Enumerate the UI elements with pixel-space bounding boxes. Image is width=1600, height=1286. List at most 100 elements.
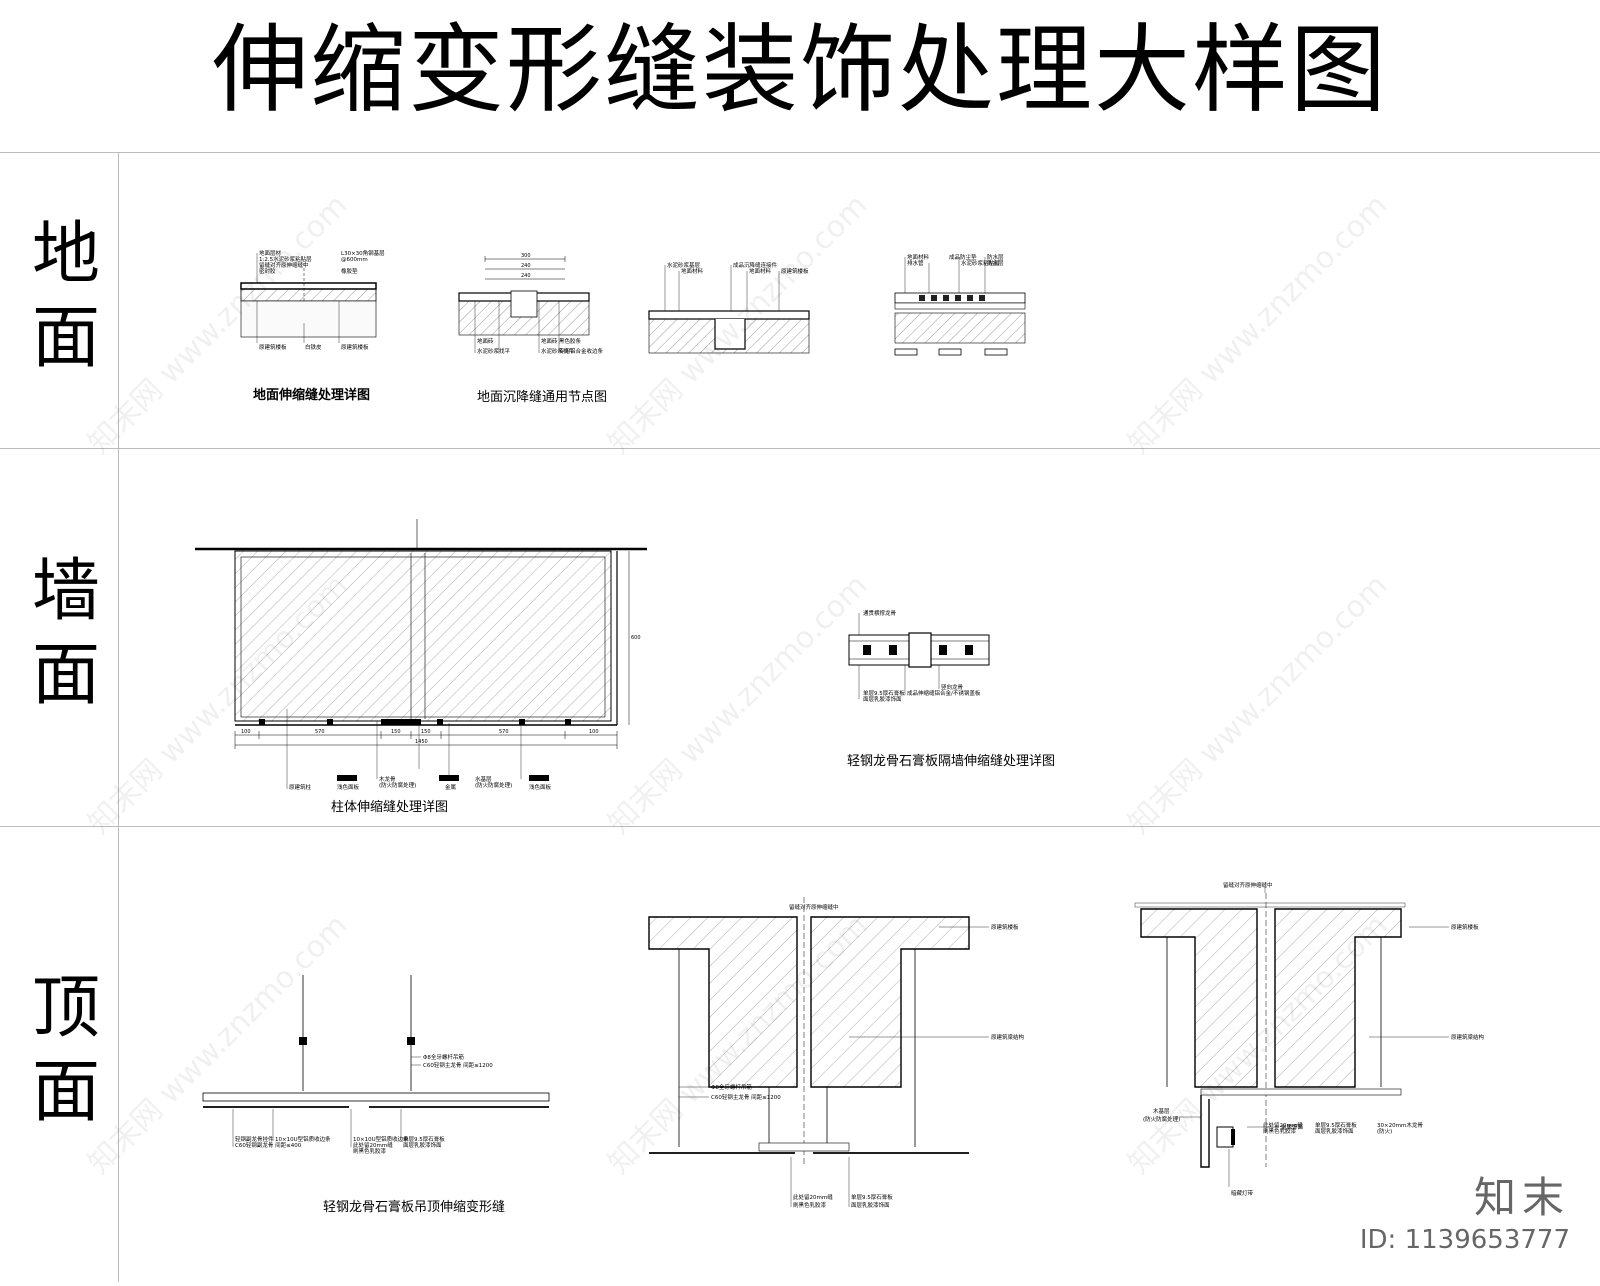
ceiling-wood-base-detail: 留缝对齐原伸缩缝中 原建筑楼板 原建筑梁结构 木基层 (防火防腐处理) 此处留2… <box>1134 881 1485 1197</box>
ceiling-note-3-2: 原建筑楼板 <box>1451 923 1479 931</box>
floor-note-4-4: 防水层 <box>987 253 1004 261</box>
ceiling-note-1-6: 10×10U型铝质收边条 <box>353 1135 409 1143</box>
row-label-ceiling: 顶面 <box>0 827 119 1282</box>
wall-dim-4: 150 <box>421 729 431 735</box>
ceiling-note-3-1: 留缝对齐原伸缩缝中 <box>1223 881 1273 889</box>
brand-logo: 知末 <box>1473 1173 1570 1222</box>
ceiling-caption-1: 轻钢龙骨石膏板吊顶伸缩变形缝 <box>323 1199 505 1215</box>
row-body-wall: 100 570 150 150 570 100 1450 600 原建筑柱 木龙… <box>119 449 1600 827</box>
floor-note-1-8: 原建筑楼板 <box>259 343 287 351</box>
floor-note-3-5: 原建筑楼板 <box>781 267 809 275</box>
row-label-floor: 地面 <box>0 153 119 449</box>
floor-note-1-9: 白铁皮 <box>305 343 322 351</box>
floor-note-2-2: 水泥砂浆找平 <box>477 347 511 355</box>
partition-note-5: 竖向龙骨 <box>941 683 964 691</box>
ceiling-details-svg: Φ8全牙螺杆吊筋 C60轻钢主龙骨 间距≤1200 轻钢副龙骨挂件 C60轻钢副… <box>202 881 1485 1215</box>
ceiling-note-3-8: 单层9.5厚石膏板 <box>1315 1121 1357 1129</box>
floor-note-1-3: 留缝对齐原伸缩缝中 <box>259 261 309 269</box>
wall-legend-swatch-1 <box>337 775 357 781</box>
ceiling-note-2-4: Φ8全牙螺杆吊筋 <box>711 1083 752 1091</box>
ceiling-note-2-5: C60轻钢主龙骨 间距≤1200 <box>711 1093 781 1101</box>
floor-dim-240a: 240 <box>521 263 531 269</box>
wall-note-1-4: 水基层 <box>475 775 492 783</box>
wall-note-1-6: 浅色面板 <box>337 783 360 791</box>
row-ceiling: 顶面 <box>0 826 1600 1282</box>
wall-note-1-2: 木龙骨 <box>379 775 396 783</box>
wall-caption-2: 轻钢龙骨石膏板隔墙伸缩缝处理详图 <box>847 753 1055 769</box>
wall-dim-6: 100 <box>589 729 599 735</box>
ceiling-beam-joint-detail: 留缝对齐原伸缩缝中 原建筑楼板 原建筑梁结构 Φ8全牙螺杆吊筋 C60轻钢主龙骨… <box>648 897 1025 1209</box>
detail-grid: 地面 <box>0 152 1600 1282</box>
brand-badge: 知末 ID: 1139653777 <box>1360 1164 1570 1255</box>
floor-caption-1: 地面伸缩缝处理详图 <box>253 387 370 403</box>
wall-dim-3: 150 <box>391 729 401 735</box>
ceiling-note-1-2: C60轻钢主龙骨 间距≤1200 <box>423 1061 493 1069</box>
wall-note-1-7: 金属 <box>445 783 456 791</box>
row-label-wall: 墙面 <box>0 449 119 827</box>
floor-expansion-joint-detail: 地面层材 1:2.5水泥砂浆粘贴层 留缝对齐原伸缩缝中 密封胶 L30×30角钢… <box>240 249 385 403</box>
ceiling-note-3-6: 此处留20mm缝 <box>1263 1121 1303 1129</box>
floor-dim-300: 300 <box>521 253 531 259</box>
floor-note-2-5: 黑色胶条 <box>559 337 582 345</box>
ceiling-note-1-10: 面层乳胶漆饰面 <box>403 1141 442 1149</box>
ceiling-note-3-4: 木基层 <box>1153 1107 1170 1115</box>
partition-note-4: 成品伸缩缝铝合金/不锈钢盖板 <box>907 689 981 697</box>
ceiling-note-3-5: (防火防腐处理) <box>1143 1115 1180 1123</box>
wall-dim-8: 600 <box>631 635 641 641</box>
floor-note-2-6: 专用铝合金收边条 <box>559 347 604 355</box>
ceiling-gypsum-detail: Φ8全牙螺杆吊筋 C60轻钢主龙骨 间距≤1200 轻钢副龙骨挂件 C60轻钢副… <box>202 975 550 1215</box>
floor-note-1-5: L30×30角钢基层 <box>341 249 385 257</box>
wall-dim-7: 1450 <box>415 739 428 745</box>
ceiling-note-1-4: C60轻钢副龙骨 间距≤400 <box>235 1141 302 1149</box>
ceiling-note-2-6: 此处留20mm缝 <box>793 1193 833 1201</box>
floor-note-3-1: 水泥砂浆基层 <box>667 261 701 269</box>
image-id: ID: 1139653777 <box>1359 1225 1570 1255</box>
floor-details-svg: 地面层材 1:2.5水泥砂浆粘贴层 留缝对齐原伸缩缝中 密封胶 L30×30角钢… <box>240 249 1026 405</box>
floor-note-4-3: 成品防尘垫 <box>949 253 977 261</box>
floor-note-3-2: 地面材料 <box>681 267 704 275</box>
floor-note-4-2: 排水管 <box>907 259 924 267</box>
ceiling-note-3-9: 面层乳胶漆饰面 <box>1315 1127 1354 1135</box>
ceiling-note-1-9: 单层9.5厚石膏板 <box>403 1135 445 1143</box>
wall-caption-1: 柱体伸缩缝处理详图 <box>331 799 448 815</box>
wall-note-1-3: (防火防腐处理) <box>379 781 416 789</box>
wall-note-1-1: 原建筑柱 <box>289 783 312 791</box>
wall-note-1-8: 浅色面板 <box>529 783 552 791</box>
floor-note-1-4: 密封胶 <box>259 267 276 275</box>
wall-dim-2: 570 <box>315 729 325 735</box>
floor-note-1-2: 1:2.5水泥砂浆粘贴层 <box>259 255 312 263</box>
ceiling-note-2-1: 留缝对齐原伸缩缝中 <box>789 903 839 911</box>
wall-note-1-5: (防火防腐处理) <box>475 781 512 789</box>
drawing-title: 伸缩变形缝装饰处理大样图 <box>212 14 1388 126</box>
ceiling-note-3-13: 暗藏灯带 <box>1231 1189 1254 1197</box>
ceiling-note-1-1: Φ8全牙螺杆吊筋 <box>423 1053 464 1061</box>
ceiling-note-2-9: 面层乳胶漆饰面 <box>851 1201 890 1209</box>
wall-details-svg: 100 570 150 150 570 100 1450 600 原建筑柱 木龙… <box>195 519 1055 815</box>
wall-dim-1: 100 <box>241 729 251 735</box>
ceiling-note-1-8: 刷黑色乳胶漆 <box>353 1147 387 1155</box>
floor-note-1-7: 橡胶垫 <box>341 267 358 275</box>
row-floor: 地面 <box>0 152 1600 449</box>
floor-note-4-6: 防水层 <box>987 259 1004 267</box>
ceiling-note-3-3: 原建筑梁结构 <box>1451 1033 1485 1041</box>
ceiling-note-3-11: (防火) <box>1377 1127 1392 1135</box>
ceiling-note-3-10: 30×20mm木龙骨 <box>1377 1121 1423 1129</box>
floor-drainage-detail: 地面材料 排水管 成品防尘垫 防水层 水泥砂浆粘贴层 防水层 <box>894 253 1026 356</box>
partition-note-2: 单层9.5厚石膏板 <box>863 689 905 697</box>
floor-settlement-joint-detail: 300 240 240 地面砖 水泥砂浆找平 地面砖 水泥砂浆找平 黑色胶条 <box>458 253 607 405</box>
floor-note-2-1: 地面砖 <box>477 337 494 345</box>
floor-caption-2: 地面沉降缝通用节点图 <box>477 390 607 405</box>
ceiling-note-1-7: 此处留20mm缝 <box>353 1141 393 1149</box>
ceiling-note-3-7: 刷黑色乳胶漆 <box>1263 1127 1297 1135</box>
floor-note-2-3: 地面砖 <box>541 337 558 345</box>
floor-note-1-1: 地面层材 <box>259 249 282 257</box>
ceiling-note-2-3: 原建筑梁结构 <box>991 1033 1025 1041</box>
partition-note-3: 面层乳胶漆饰面 <box>863 695 902 703</box>
partition-note-1: 通贯横撑龙骨 <box>863 609 897 617</box>
floor-note-1-10: 原建筑楼板 <box>341 343 369 351</box>
ceiling-note-1-5: 10×10U型铝质收边条 <box>275 1135 331 1143</box>
wall-dim-5: 570 <box>499 729 509 735</box>
floor-note-4-5: 水泥砂浆粘贴层 <box>961 259 1000 267</box>
ceiling-note-2-7: 刷黑色乳胶漆 <box>793 1201 827 1209</box>
column-expansion-detail: 100 570 150 150 570 100 1450 600 原建筑柱 木龙… <box>195 519 647 815</box>
